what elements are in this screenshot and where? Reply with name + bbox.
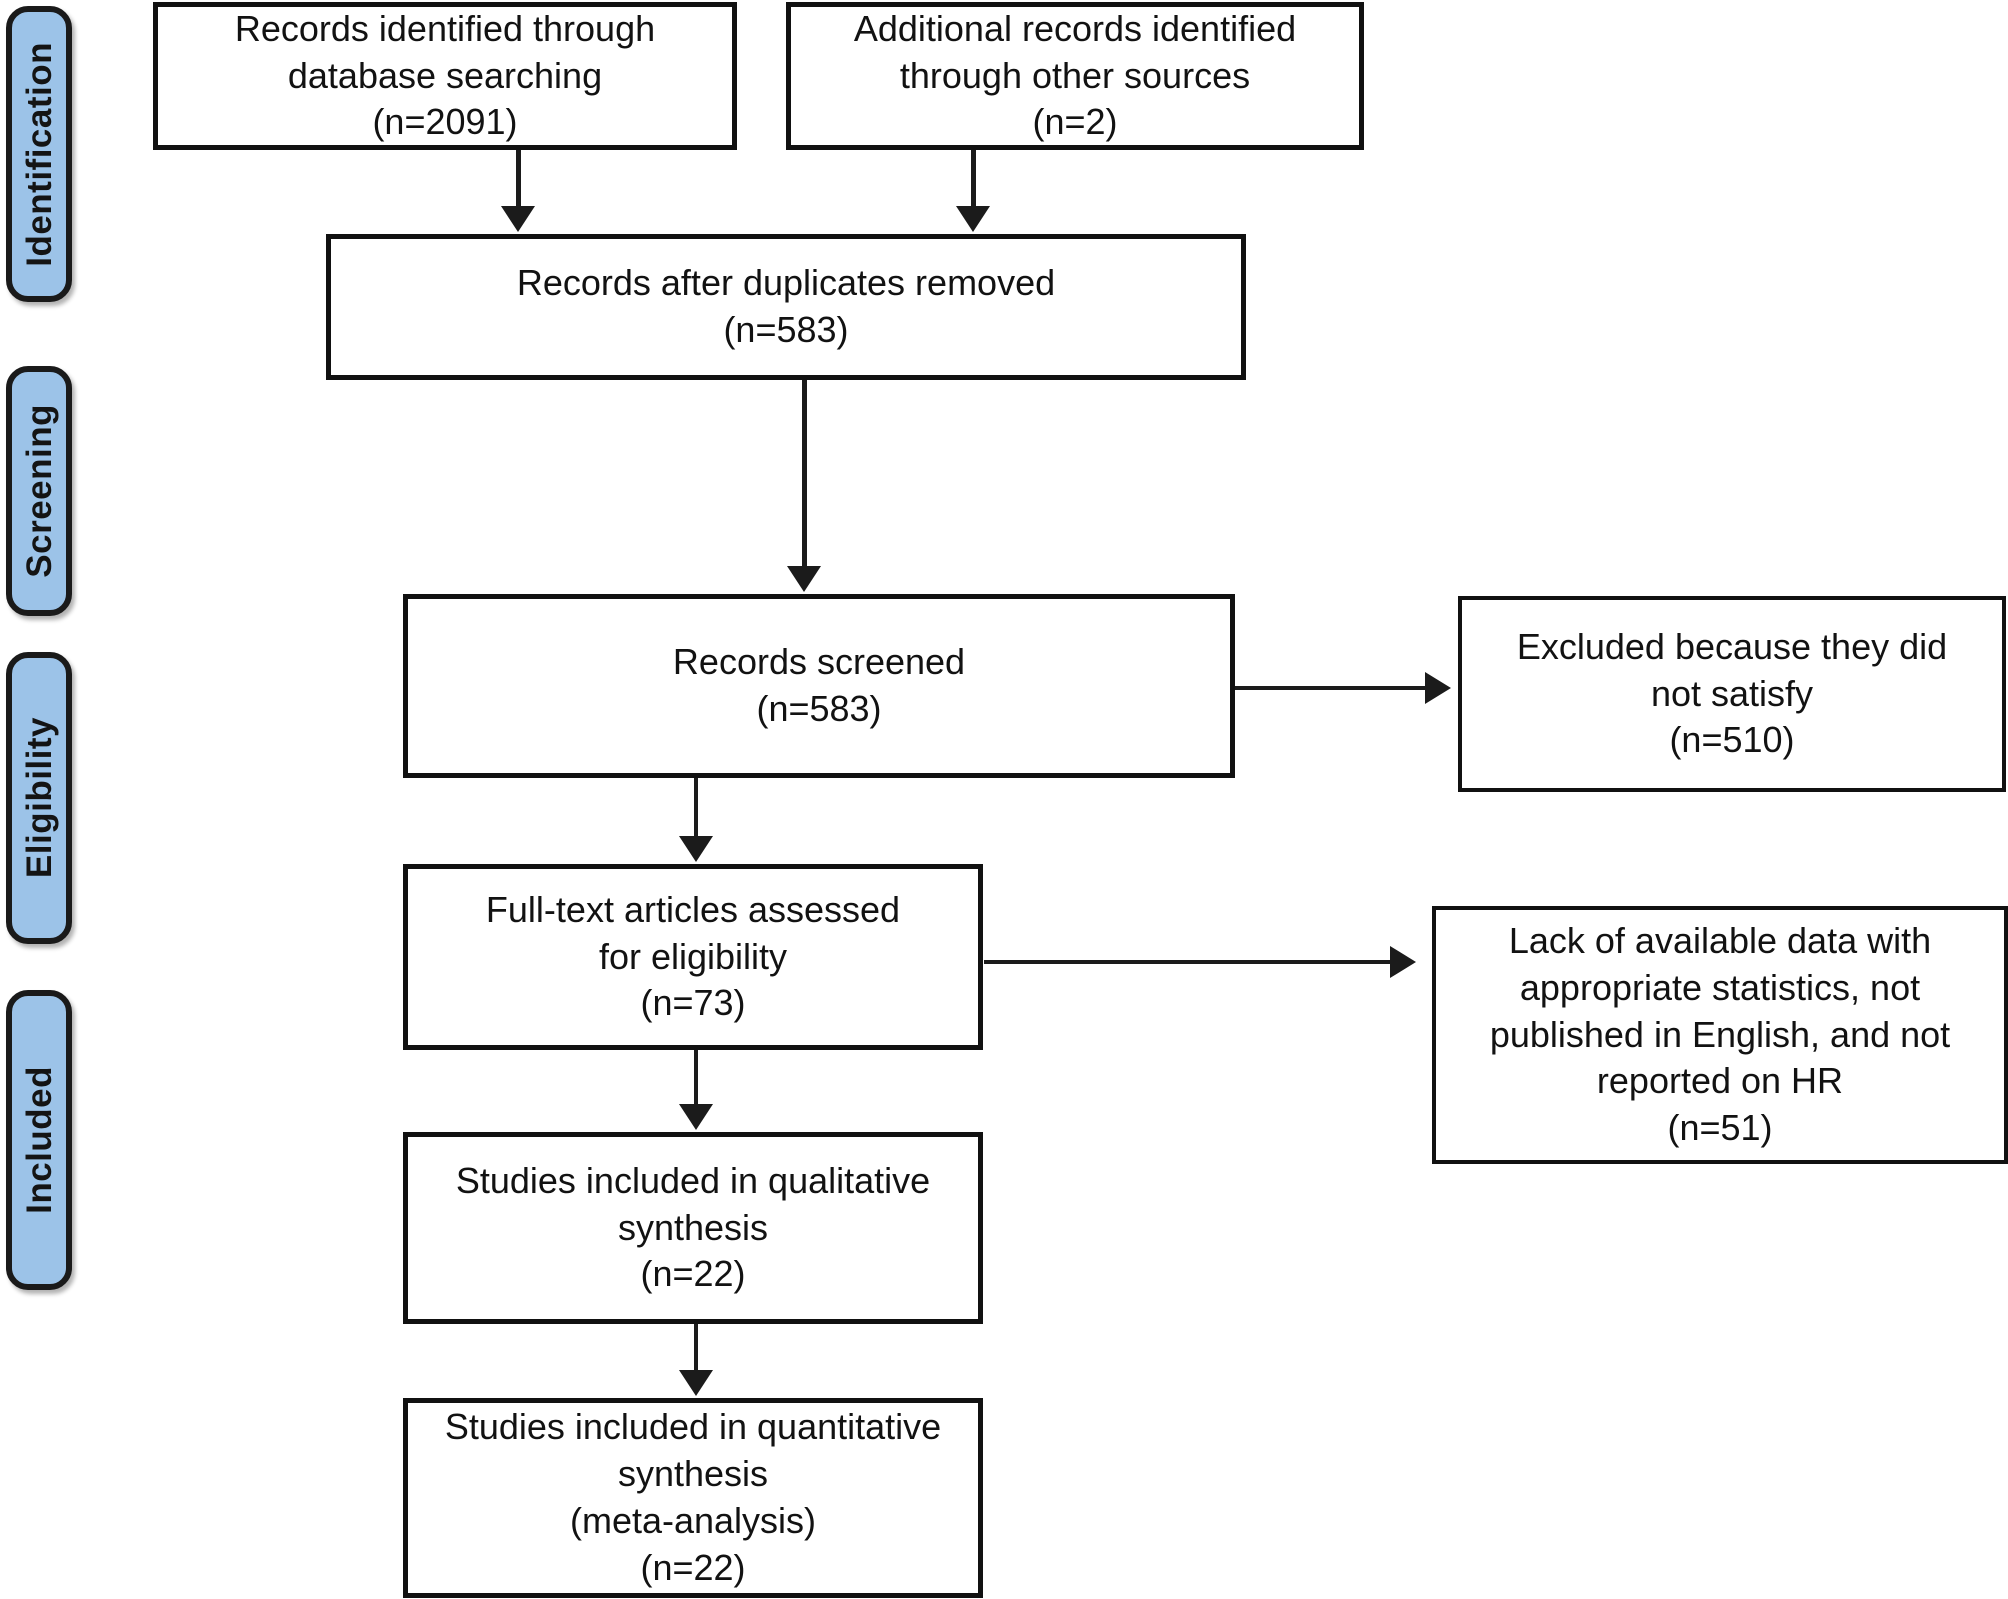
box-studies-quantitative-synthesis: Studies included in quantitative synthes… <box>403 1398 983 1598</box>
box-records-screened: Records screened (n=583) <box>403 594 1235 778</box>
stage-tab-eligibility: Eligibility <box>6 652 72 944</box>
box-records-identified-database-text: Records identified through database sear… <box>234 7 656 143</box>
stage-tab-identification-label: Identification <box>19 41 59 267</box>
box-studies-quantitative-synthesis-text: Studies included in quantitative synthes… <box>444 1406 942 1588</box>
box-records-identified-database: Records identified through database sear… <box>153 2 737 150</box>
connector-qualitative-to-quantitative-line <box>694 1324 698 1380</box>
stage-tab-screening: Screening <box>6 366 72 616</box>
connector-qualitative-to-quantitative-arrow <box>679 1370 713 1396</box>
box-records-excluded: Excluded because they did not satisfy (n… <box>1458 596 2006 792</box>
box-records-after-duplicates-removed-text: Records after duplicates removed (n=583) <box>516 262 1056 350</box>
connector-db-to-dedup-arrow <box>501 206 535 232</box>
connector-screened-to-excluded-line <box>1235 686 1435 690</box>
box-records-after-duplicates-removed: Records after duplicates removed (n=583) <box>326 234 1246 380</box>
stage-tab-included-label: Included <box>19 1066 59 1214</box>
stage-tab-identification: Identification <box>6 6 72 302</box>
stage-tab-included: Included <box>6 990 72 1290</box>
box-full-text-articles-assessed: Full-text articles assessed for eligibil… <box>403 864 983 1050</box>
connector-screened-to-excluded-arrow <box>1425 672 1451 704</box>
box-additional-records-other-sources: Additional records identified through ot… <box>786 2 1364 150</box>
connector-dedup-to-screened-arrow <box>787 566 821 592</box>
stage-tab-eligibility-label: Eligibility <box>19 717 59 879</box>
box-studies-qualitative-synthesis-text: Studies included in qualitative synthesi… <box>455 1159 931 1295</box>
box-records-excluded-text: Excluded because they did not satisfy (n… <box>1516 625 1948 761</box>
connector-fulltext-to-qualitative-line <box>694 1050 698 1112</box>
connector-db-to-dedup-line <box>516 150 521 212</box>
box-full-text-articles-assessed-text: Full-text articles assessed for eligibil… <box>485 888 901 1024</box>
box-records-screened-text: Records screened (n=583) <box>672 641 966 729</box>
box-additional-records-other-sources-text: Additional records identified through ot… <box>853 7 1297 143</box>
connector-screened-to-fulltext-arrow <box>679 836 713 862</box>
connector-fulltext-to-excluded-arrow <box>1390 946 1416 978</box>
connector-other-to-dedup-arrow <box>956 206 990 232</box>
connector-fulltext-to-excluded-line <box>984 960 1394 964</box>
box-full-text-excluded: Lack of available data with appropriate … <box>1432 906 2008 1164</box>
stage-tab-screening-label: Screening <box>19 404 59 578</box>
connector-screened-to-fulltext-line <box>694 778 698 840</box>
connector-other-to-dedup-line <box>971 150 976 212</box>
connector-dedup-to-screened-line <box>802 380 807 570</box>
box-studies-qualitative-synthesis: Studies included in qualitative synthesi… <box>403 1132 983 1324</box>
box-full-text-excluded-text: Lack of available data with appropriate … <box>1489 920 1951 1149</box>
connector-fulltext-to-qualitative-arrow <box>679 1104 713 1130</box>
